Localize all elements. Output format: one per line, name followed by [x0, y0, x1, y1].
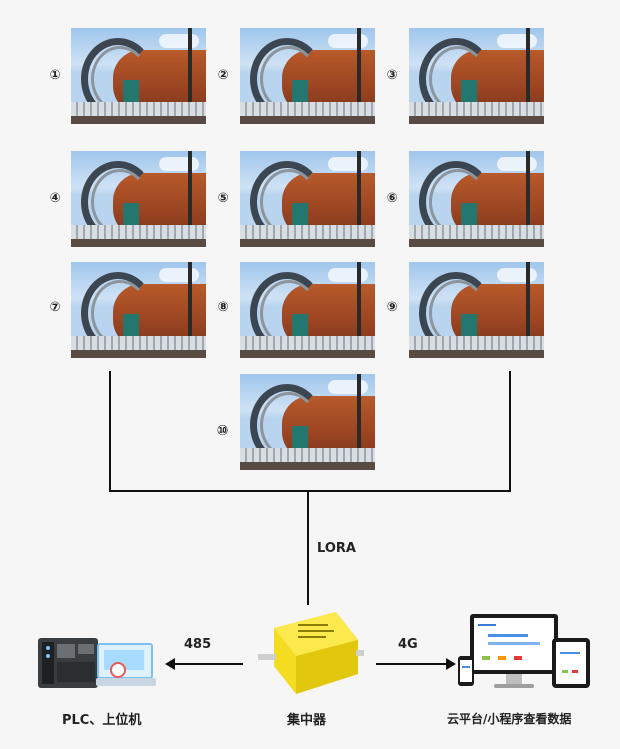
sensor-number-1: ① [49, 68, 61, 83]
cloud-devices-icon [458, 614, 590, 688]
sensor-number-2: ② [217, 68, 229, 83]
arrow-left-icon [165, 658, 243, 670]
sensor-number-6: ⑥ [386, 191, 398, 206]
kiln-photo-10 [240, 374, 375, 470]
kiln-photo-4 [71, 151, 206, 247]
sensor-number-7: ⑦ [49, 300, 61, 315]
kiln-photo-6 [409, 151, 544, 247]
connector-bus [109, 490, 511, 492]
kiln-photo-3 [409, 28, 544, 124]
sensor-number-9: ⑨ [386, 300, 398, 315]
kiln-photo-5 [240, 151, 375, 247]
connector-left-drop [109, 371, 111, 491]
cloud-label: 云平台/小程序查看数据 [447, 712, 572, 726]
kiln-photo-9 [409, 262, 544, 358]
concentrator-label: 集中器 [287, 713, 327, 728]
lora-label: LORA [317, 541, 356, 556]
arrow-right-icon [376, 658, 456, 670]
pc-monitor-icon [96, 643, 156, 686]
sensor-number-3: ③ [386, 68, 398, 83]
sensor-number-4: ④ [49, 191, 61, 206]
kiln-photo-7 [71, 262, 206, 358]
sensor-number-10: ⑩ [216, 423, 229, 439]
plc-icon [38, 638, 98, 688]
net-4g-label: 4G [398, 637, 418, 652]
concentrator-device-icon [258, 612, 364, 694]
sensor-number-5: ⑤ [217, 191, 229, 206]
plc-label: PLC、上位机 [62, 713, 142, 728]
kiln-photo-2 [240, 28, 375, 124]
connector-lora-trunk [307, 491, 309, 605]
connector-right-drop [509, 371, 511, 491]
kiln-photo-1 [71, 28, 206, 124]
rs485-label: 485 [184, 637, 212, 652]
sensor-number-8: ⑧ [217, 300, 229, 315]
kiln-photo-8 [240, 262, 375, 358]
